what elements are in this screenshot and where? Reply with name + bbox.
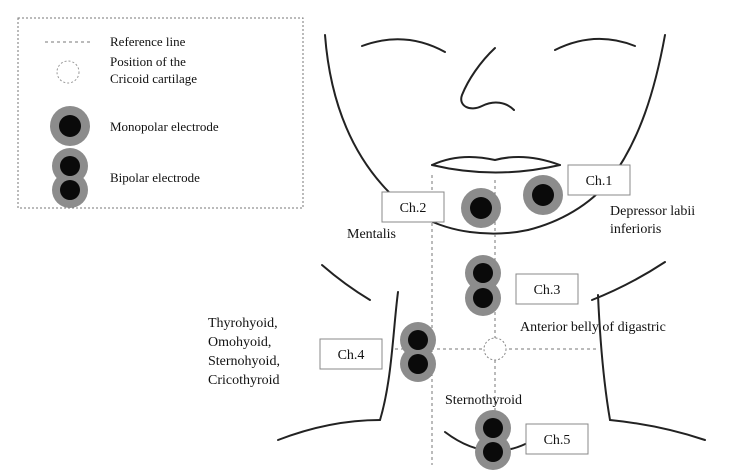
legend-cricoid-marker [57, 61, 79, 83]
legend-monopolar-electrode-icon [50, 106, 90, 146]
ch3-text: Ch.3 [534, 283, 561, 298]
nose [461, 48, 514, 110]
ch1-text: Ch.1 [586, 174, 613, 189]
channel-label-ch2: Ch.2 [382, 192, 444, 222]
left-shoulder [278, 420, 380, 440]
electrode-ch2-mentalis [461, 188, 501, 228]
channel-label-ch1: Ch.1 [568, 165, 630, 195]
channel-label-ch4: Ch.4 [320, 339, 382, 369]
left-neck-side [380, 292, 398, 420]
ch5-text: Ch.5 [544, 433, 571, 448]
legend-bipolar-electrode-icon [52, 148, 88, 208]
cricothyroid-label: Cricothyroid [208, 373, 280, 388]
electrode-ch1-depressor-labii [523, 175, 563, 215]
electrode-ch4-thyrohyoid-group [400, 322, 436, 382]
electrode-ch3-anterior-belly-digastric [465, 255, 501, 316]
legend: Reference line Position of the Cricoid c… [18, 18, 303, 208]
right-jaw-underside [592, 262, 665, 300]
legend-cricoid-label-line2: Cricoid cartilage [110, 71, 197, 86]
depressor-labii-label-line1: Depressor labii [610, 204, 695, 219]
right-shoulder [610, 420, 705, 440]
legend-bipolar-label: Bipolar electrode [110, 170, 200, 185]
ch4-text: Ch.4 [338, 348, 365, 363]
channel-label-ch5: Ch.5 [526, 424, 588, 454]
electrode-ch5-sternothyroid [475, 410, 511, 470]
lower-lip [432, 165, 560, 173]
anterior-belly-digastric-label: Anterior belly of digastric [520, 320, 666, 335]
ch2-text: Ch.2 [400, 201, 427, 216]
chin [470, 230, 528, 234]
omohyoid-label: Omohyoid, [208, 335, 271, 350]
left-eyebrow [362, 39, 445, 52]
legend-reference-line-label: Reference line [110, 34, 186, 49]
mentalis-label: Mentalis [347, 227, 396, 242]
legend-cricoid-label-line1: Position of the [110, 54, 186, 69]
channel-label-ch3: Ch.3 [516, 274, 578, 304]
right-neck-side [598, 295, 610, 420]
thyrohyoid-label: Thyrohyoid, [208, 316, 278, 331]
sternohyoid-label: Sternohyoid, [208, 354, 280, 369]
upper-lip [432, 157, 560, 165]
legend-monopolar-label: Monopolar electrode [110, 119, 219, 134]
depressor-labii-label-line2: inferioris [610, 222, 661, 237]
left-jaw-underside [322, 265, 370, 300]
right-eyebrow [555, 39, 635, 50]
cricoid-cartilage-marker [484, 338, 506, 360]
sternothyroid-label: Sternothyroid [445, 393, 522, 408]
